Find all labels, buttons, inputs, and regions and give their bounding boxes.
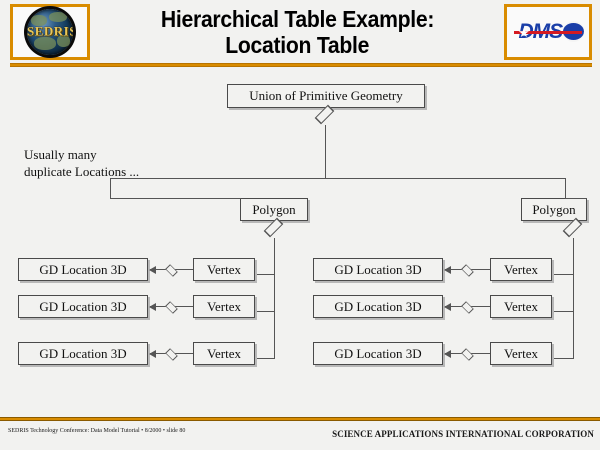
connector-right-row-2 — [553, 311, 574, 312]
arrowhead-right-3 — [444, 350, 451, 358]
connector-polygon-right-entry — [565, 198, 587, 199]
connector-left-row-3 — [254, 358, 275, 359]
page-title: Hierarchical Table Example: Location Tab… — [96, 4, 498, 60]
annotation-note: Usually many duplicate Locations ... — [24, 147, 140, 179]
node-label: Vertex — [207, 298, 241, 314]
node-gd-location-3d-right-2[interactable]: GD Location 3D — [313, 295, 443, 318]
node-vertex-left-3[interactable]: Vertex — [193, 342, 255, 365]
arrowhead-left-2 — [149, 303, 156, 311]
node-label: Vertex — [207, 345, 241, 361]
node-label: GD Location 3D — [334, 298, 422, 314]
page-title-line-2: Location Table — [225, 32, 369, 58]
slide-header: SEDRIS Hierarchical Table Example: Locat… — [0, 0, 600, 67]
aggregation-diamond-polygon-right — [568, 221, 579, 238]
aggregation-diamond-left-1 — [166, 265, 182, 274]
connector-drop-polygon-right — [565, 178, 566, 199]
connector-left-row-2 — [254, 311, 275, 312]
node-label: GD Location 3D — [334, 345, 422, 361]
connector-right-row-1 — [553, 274, 574, 275]
aggregation-diamond-root — [320, 108, 331, 125]
node-label: Vertex — [504, 261, 538, 277]
header-divider — [10, 63, 592, 67]
aggregation-diamond-left-2 — [166, 302, 182, 311]
connector-root-branch-bar — [110, 178, 566, 179]
arrowhead-right-1 — [444, 266, 451, 274]
connector-root-vertical — [325, 125, 326, 179]
node-vertex-left-2[interactable]: Vertex — [193, 295, 255, 318]
footer-divider — [0, 417, 600, 421]
node-label: Vertex — [207, 261, 241, 277]
node-polygon-right[interactable]: Polygon — [521, 198, 587, 221]
node-label: GD Location 3D — [39, 298, 127, 314]
node-label: GD Location 3D — [39, 261, 127, 277]
node-label: Polygon — [532, 201, 576, 217]
arrowhead-left-1 — [149, 266, 156, 274]
dmso-stripe-icon — [514, 31, 582, 34]
aggregation-diamond-right-3 — [462, 349, 478, 358]
aggregation-diamond-right-1 — [462, 265, 478, 274]
footer-left-text: SEDRIS Technology Conference: Data Model… — [8, 428, 186, 434]
sedris-logo-frame: SEDRIS — [10, 4, 90, 60]
node-vertex-right-3[interactable]: Vertex — [490, 342, 552, 365]
node-vertex-left-1[interactable]: Vertex — [193, 258, 255, 281]
footer-right-text: SCIENCE APPLICATIONS INTERNATIONAL CORPO… — [332, 429, 594, 439]
arrowhead-left-3 — [149, 350, 156, 358]
node-label: GD Location 3D — [39, 345, 127, 361]
sedris-wordmark-label: SEDRIS — [27, 23, 73, 39]
node-vertex-right-1[interactable]: Vertex — [490, 258, 552, 281]
node-polygon-left[interactable]: Polygon — [240, 198, 308, 221]
node-gd-location-3d-right-3[interactable]: GD Location 3D — [313, 342, 443, 365]
node-label: GD Location 3D — [334, 261, 422, 277]
aggregation-diamond-right-2 — [462, 302, 478, 311]
node-label: Vertex — [504, 345, 538, 361]
connector-left-row-1 — [254, 274, 275, 275]
connector-right-spine — [573, 238, 574, 359]
node-gd-location-3d-left-2[interactable]: GD Location 3D — [18, 295, 148, 318]
aggregation-diamond-left-3 — [166, 349, 182, 358]
node-label: Union of Primitive Geometry — [249, 88, 403, 103]
hierarchy-diagram: Usually many duplicate Locations ... Uni… — [0, 66, 600, 416]
dmso-logo-icon: DMSO — [512, 20, 584, 44]
arrowhead-right-2 — [444, 303, 451, 311]
node-gd-location-3d-left-3[interactable]: GD Location 3D — [18, 342, 148, 365]
connector-polygon-left-entry — [110, 198, 241, 199]
page-title-line-1: Hierarchical Table Example: — [160, 6, 434, 32]
node-label: Polygon — [252, 201, 296, 217]
connector-right-row-3 — [553, 358, 574, 359]
node-union-of-primitive-geometry[interactable]: Union of Primitive Geometry — [227, 84, 425, 108]
node-gd-location-3d-left-1[interactable]: GD Location 3D — [18, 258, 148, 281]
node-label: Vertex — [504, 298, 538, 314]
node-gd-location-3d-right-1[interactable]: GD Location 3D — [313, 258, 443, 281]
node-vertex-right-2[interactable]: Vertex — [490, 295, 552, 318]
sedris-globe-icon: SEDRIS — [27, 9, 73, 55]
aggregation-diamond-polygon-left — [269, 221, 280, 238]
connector-left-spine — [274, 238, 275, 359]
dmso-logo-frame: DMSO — [504, 4, 592, 60]
connector-drop-polygon-left — [110, 178, 111, 199]
